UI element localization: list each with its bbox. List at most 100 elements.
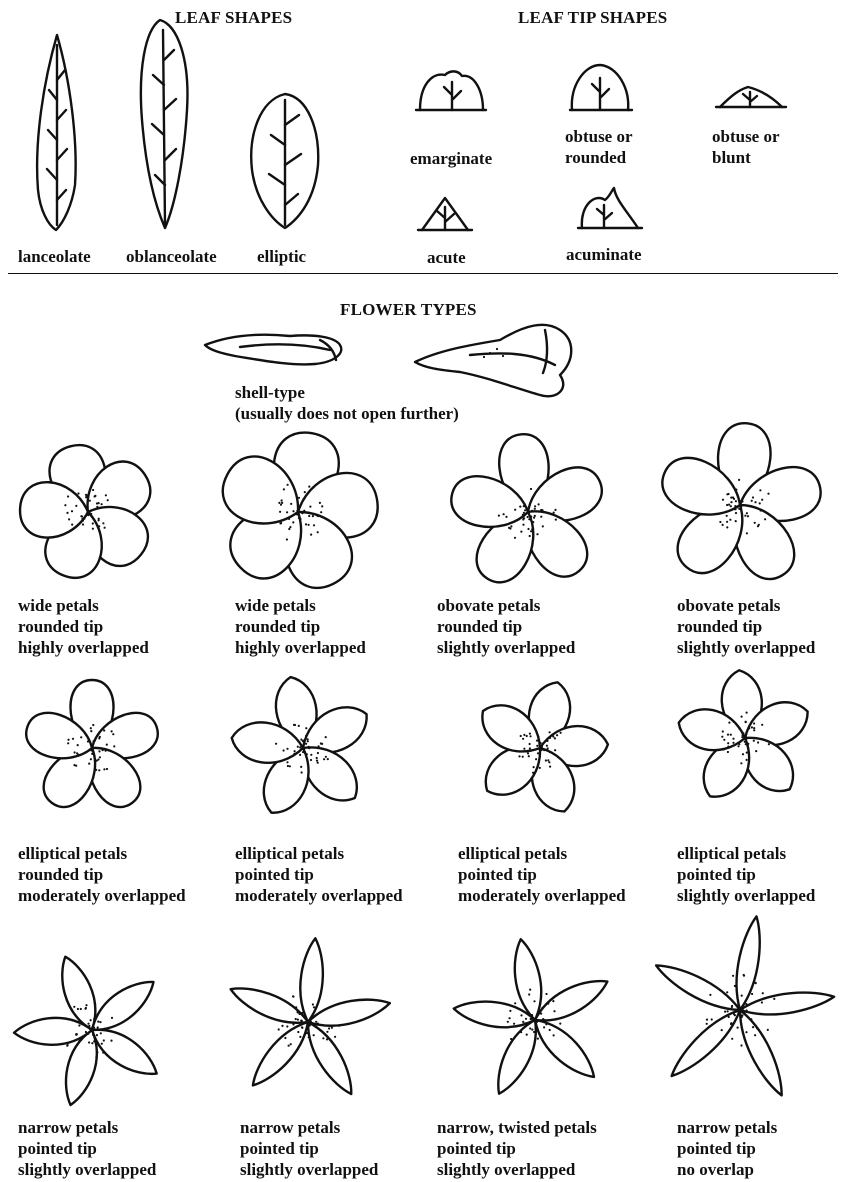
lanceolate-leaf-drawing <box>37 35 76 230</box>
stipple-dot <box>527 516 529 518</box>
stipple-dot <box>719 521 721 523</box>
stipple-dot <box>96 502 98 504</box>
stipple-dot <box>286 538 288 540</box>
stipple-dot <box>734 985 736 987</box>
stipple-dot <box>747 744 749 746</box>
acuminate-tip-drawing <box>578 188 642 228</box>
stipple-dot <box>278 502 280 504</box>
stipple-dot <box>78 1040 80 1042</box>
stipple-dot <box>759 489 761 491</box>
flower-label-petals: elliptical petals <box>458 843 626 864</box>
stipple-dot <box>522 1021 524 1023</box>
stipple-dot <box>301 512 303 514</box>
stipple-dot <box>754 1034 756 1036</box>
flower-label-overlap: highly overlapped <box>235 637 366 658</box>
stipple-dot <box>529 747 531 749</box>
stipple-dot <box>286 748 288 750</box>
leaf-tip-label-acute: acute <box>427 247 466 268</box>
stipple-dot <box>514 509 516 511</box>
stipple-dot <box>111 1017 113 1019</box>
stipple-dot <box>82 523 84 525</box>
flower-label-5: elliptical petals rounded tip moderately… <box>18 843 186 906</box>
stipple-dot <box>540 742 542 744</box>
stipple-dot <box>95 1056 97 1058</box>
stipple-dot <box>288 1045 290 1047</box>
stipple-dot <box>279 522 281 524</box>
stipple-dot <box>302 751 304 753</box>
stipple-dot <box>322 1037 324 1039</box>
stipple-dot <box>761 499 763 501</box>
stipple-dot <box>545 993 547 995</box>
stipple-dot <box>534 505 536 507</box>
stipple-dot <box>76 752 78 754</box>
stipple-dot <box>742 1009 744 1011</box>
stipple-dot <box>97 1021 99 1023</box>
stipple-dot <box>315 1021 317 1023</box>
flower-label-3: obovate petals rounded tip slightly over… <box>437 595 575 658</box>
stipple-dot <box>279 511 281 513</box>
stipple-dot <box>283 488 285 490</box>
stipple-dot <box>102 522 104 524</box>
stipple-dot <box>520 1031 522 1033</box>
stipple-dot <box>728 1016 730 1018</box>
stipple-dot <box>728 722 730 724</box>
stipple-dot <box>762 992 764 994</box>
stipple-dot <box>93 1040 95 1042</box>
flower-label-6: elliptical petals pointed tip moderately… <box>235 843 403 906</box>
stipple-dot <box>738 728 740 730</box>
flower-petal <box>245 1015 317 1093</box>
stipple-dot <box>338 1025 340 1027</box>
stipple-dot <box>101 503 103 505</box>
stipple-dot <box>522 738 524 740</box>
oblanceolate-leaf-drawing <box>141 20 188 228</box>
stipple-dot <box>727 746 729 748</box>
stipple-dot <box>746 512 748 514</box>
stipple-dot <box>523 512 525 514</box>
stipple-dot <box>106 768 108 770</box>
stipple-dot <box>537 1038 539 1040</box>
stipple-dot <box>738 508 740 510</box>
flower-label-tip: rounded tip <box>18 616 149 637</box>
stipple-dot <box>309 506 311 508</box>
flower-label-overlap: slightly overlapped <box>677 637 815 658</box>
flower-label-8: elliptical petals pointed tip slightly o… <box>677 843 815 906</box>
stipple-dot <box>752 1026 754 1028</box>
stipple-dot <box>325 736 327 738</box>
stipple-dot <box>736 506 738 508</box>
leaf-tip-label-line: obtuse or <box>712 126 780 147</box>
stipple-dot <box>527 752 529 754</box>
stipple-dot <box>546 745 548 747</box>
stipple-dot <box>100 1032 102 1034</box>
stipple-dot <box>726 991 728 993</box>
stipple-dot <box>74 751 76 753</box>
stipple-dot <box>87 514 89 516</box>
stipple-dot <box>743 737 745 739</box>
stipple-dot <box>732 738 734 740</box>
stipple-dot <box>83 518 85 520</box>
stipple-dot <box>760 509 762 511</box>
stipple-dot <box>91 753 93 755</box>
stipple-dot <box>294 724 296 726</box>
stipple-dot <box>328 1027 330 1029</box>
stipple-dot <box>67 495 69 497</box>
stipple-dot <box>737 1027 739 1029</box>
stipple-dot <box>539 747 541 749</box>
stipple-dot <box>286 511 288 513</box>
flower-label-tip: pointed tip <box>677 864 815 885</box>
flower-drawing-11 <box>452 937 613 1099</box>
stipple-dot <box>518 755 520 757</box>
flower-label-overlap: slightly overlapped <box>18 1159 156 1180</box>
stipple-dot <box>90 730 92 732</box>
stipple-dot <box>508 527 510 529</box>
stipple-dot <box>308 1036 310 1038</box>
stipple-dot <box>308 486 310 488</box>
stipple-dot <box>722 524 724 526</box>
flower-label-petals: narrow petals <box>18 1117 156 1138</box>
stipple-dot <box>99 736 101 738</box>
flower-label-petals: narrow, twisted petals <box>437 1117 597 1138</box>
stipple-dot <box>310 754 312 756</box>
stipple-dot <box>528 512 530 514</box>
stipple-dot <box>537 736 539 738</box>
stipple-dot <box>740 1014 742 1016</box>
stipple-dot <box>90 509 92 511</box>
